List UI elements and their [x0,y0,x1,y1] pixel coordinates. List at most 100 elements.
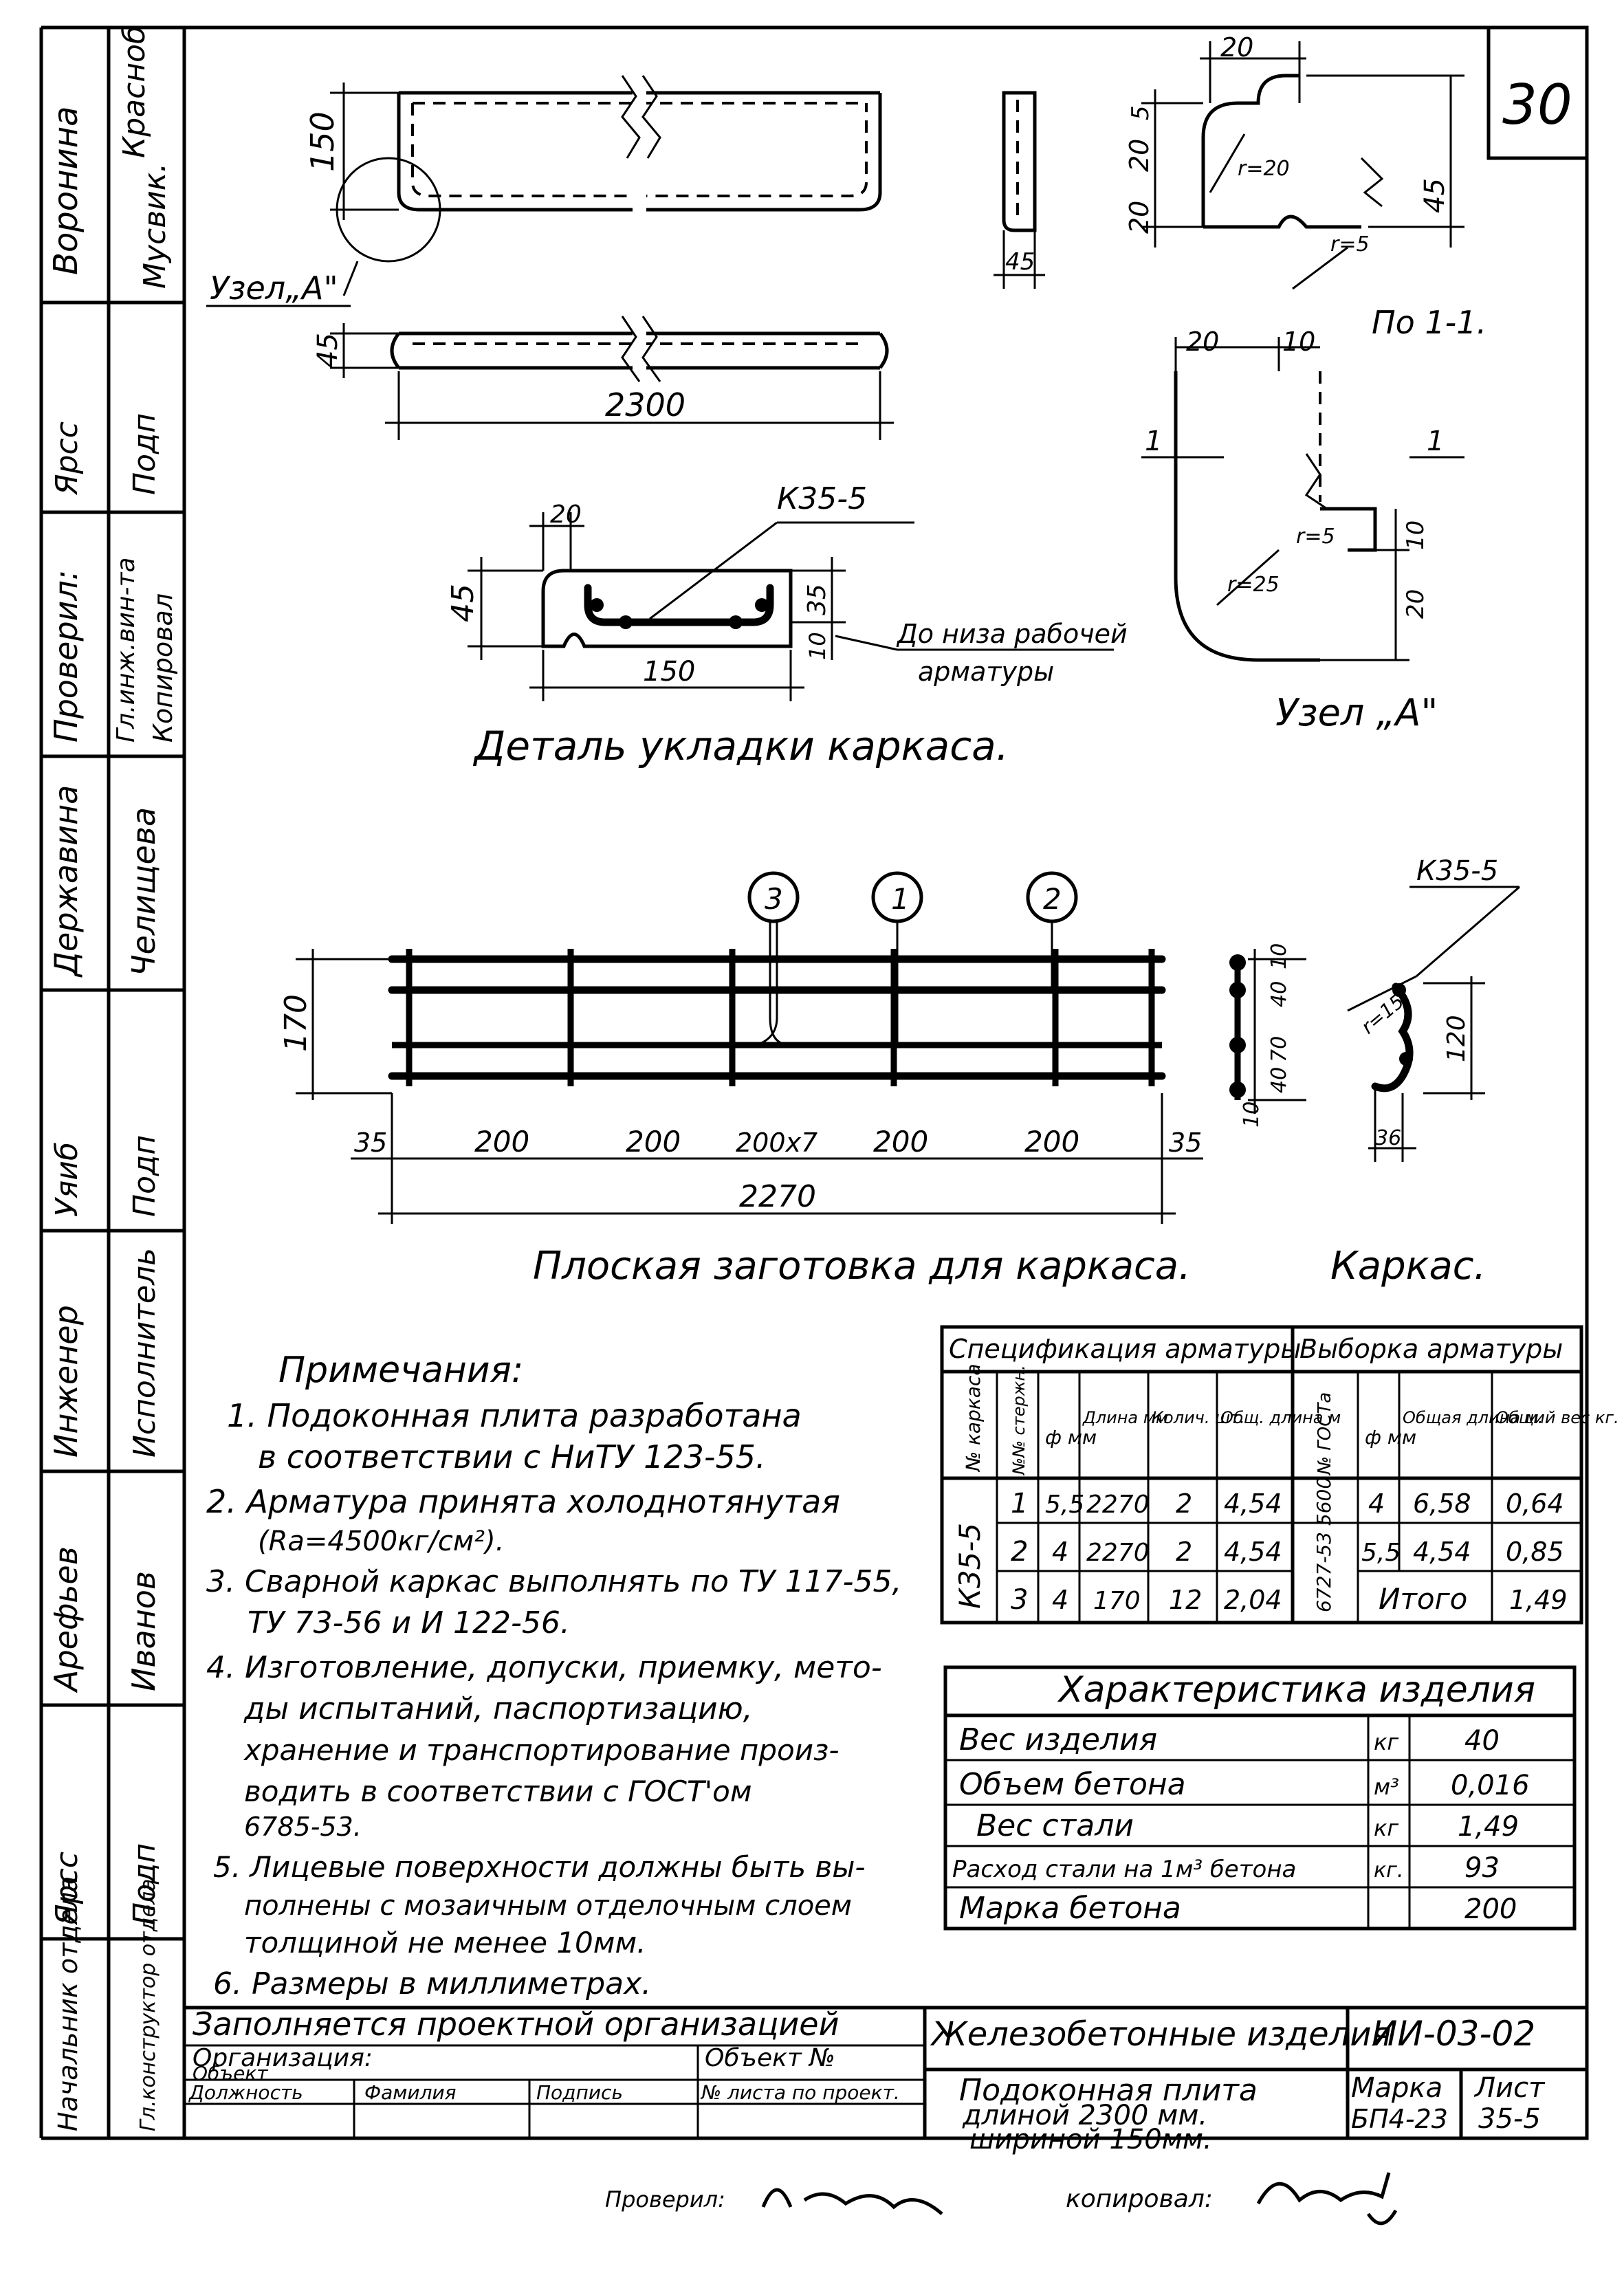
detail-dim-10: 10 [804,632,831,660]
frame-dim-120: 120 [1442,1015,1471,1062]
tb-mark-label: Марка [1351,2072,1442,2104]
front-height-dim: 150 [304,111,341,172]
spec-r1-c3: 2270 [1086,1491,1150,1519]
frame-dim-36: 36 [1375,1126,1401,1150]
margin-text-sign1: Ярсс [50,421,85,496]
margin-text-musvik: Мусвик. [138,163,173,289]
detail-dim-20: 20 [550,501,582,529]
spec-r2-c1: 2 [1011,1536,1028,1568]
frame-mark: К35-5 [1416,855,1498,887]
slab-plan-view: 45 2300 [312,316,894,440]
node-cut-right: 1 [1427,426,1444,457]
blank-dim-200-b: 200 [626,1125,681,1159]
sel-r2-weight: 0,85 [1506,1537,1564,1567]
margin-text-kopiroval: Копировал [148,593,178,743]
note-line-14: толщиной не менее 10мм. [244,1926,646,1959]
blank-dim-200-d: 200 [1024,1125,1079,1159]
char-r1-unit: кг [1374,1729,1398,1755]
copied-signature [1256,2172,1398,2226]
callout-circle-3 [747,871,800,923]
tb-org: Организация: [193,2044,373,2072]
char-r2-val: 0,016 [1451,1770,1530,1801]
tb-obj: Объект [193,2062,268,2085]
spec-head-diam: ф мм [1045,1426,1097,1449]
note-line-7: 4. Изготовление, допуски, приемку, мето- [206,1650,882,1685]
tb-sheet: 35-5 [1478,2103,1541,2135]
tb-product-group: Железобетонные изделия [930,2015,1391,2054]
spec-head-rod: №№ стержн. [1009,1365,1029,1476]
sec-dim-45: 45 [1419,178,1451,213]
note-line-5: 3. Сварной каркас выполнять по ТУ 117-55… [206,1564,901,1599]
sec-dim-20-mid: 20 [1124,139,1154,172]
copied-label: копировал: [1066,2185,1213,2213]
frame-view: 36 10 40 70 40 10 120 r=15 К35-5 Каркас. [1229,855,1520,1288]
tb-desc-2: длиной 2300 мм. [962,2100,1207,2131]
section-label: По 1-1. [1372,304,1486,341]
margin-text-podp3: Подп [127,1843,162,1925]
frame-placement-detail: 20 45 35 10 150 К35-5 До низа рабочей ар… [446,481,1128,769]
sel-r1-len: 6,58 [1413,1489,1471,1519]
tb-desc-1: Подоконная плита [959,2073,1258,2108]
char-title: Характеристика изделия [1057,1669,1535,1711]
sheet-frame [182,25,1589,2140]
spec-r1-c2: 5,5 [1045,1491,1084,1519]
detail-title: Деталь укладки каркаса. [472,723,1009,769]
spec-head-length: Длина мм [1082,1408,1168,1427]
spec-r1-c4: 2 [1176,1489,1192,1519]
node-dim-20-right: 20 [1402,589,1429,619]
sec-dim-20-low: 20 [1124,201,1154,234]
margin-text-gl-inzh: Гл.инж.вин-та [112,558,140,743]
side-width-dim: 45 [1005,248,1035,276]
spec-head-count: Колич. шт. [1152,1408,1245,1427]
node-a-detail: 20 10 1 1 r=25 r=5 10 20 Узел „А" [1141,327,1464,734]
note-line-2: в соответствии с НиТУ 123-55. [258,1438,766,1475]
spec-r2-c4: 2 [1176,1537,1192,1567]
sec-dim-r20: r=20 [1238,157,1290,181]
spec-head-gost: № ГОСТа [1315,1392,1335,1476]
slab-front-view: 150 Узел„А" [206,75,882,307]
callout-1: 1 [891,882,910,916]
blank-dim-200x7: 200х7 [736,1128,818,1158]
sec-dim-20-top: 20 [1220,32,1253,63]
char-r3-label: Вес стали [976,1808,1134,1843]
checked-signature [761,2188,943,2215]
spec-head-diam-right: ф мм [1365,1426,1416,1449]
frame-dim-10-top: 10 [1267,943,1291,969]
sel-r2-len: 4,54 [1413,1537,1471,1567]
char-r3-unit: кг [1374,1815,1398,1841]
spec-r3-c5: 2,04 [1224,1585,1282,1615]
spec-r2-c3: 2270 [1086,1539,1150,1567]
char-r4-label: Расход стали на 1м³ бетона [952,1856,1296,1883]
blank-dim-35-right: 35 [1169,1128,1202,1158]
margin-text-proveril: Проверил: [47,570,85,743]
sel-r1-weight: 0,64 [1506,1489,1564,1519]
tb-col-signature: Подпись [536,2081,623,2104]
margin-signatures: Воронина Красноб Мусвик. Ярсс Подп Прове… [47,25,178,2131]
char-r4-unit: кг. [1374,1858,1403,1882]
spec-head-frame: № каркаса [962,1364,985,1473]
tb-fill-note: Заполняется проектной организацией [193,2006,839,2043]
margin-text-podp1: Подп [127,413,162,495]
tb-series: ИИ-03-02 [1372,2014,1535,2054]
callout-2: 2 [1043,882,1062,916]
sel-total-value: 1,49 [1509,1585,1568,1615]
frame-dim-10-bot: 10 [1240,1101,1264,1128]
spec-head-total: Общ. длина м [1220,1408,1341,1427]
spec-head-totlen: Общая длина м. [1403,1408,1543,1427]
blank-total-dim: 2270 [739,1179,816,1214]
characteristics-table: Характеристика изделия Вес изделия кг 40… [943,1665,1577,1931]
spec-r3-c4: 12 [1169,1585,1202,1615]
blank-title: Плоская заготовка для каркаса. [533,1244,1191,1288]
char-r3-val: 1,49 [1458,1811,1519,1843]
note-line-12: 5. Лицевые поверхности должны быть вы- [213,1850,866,1884]
spec-title-left: Спецификация арматуры [949,1334,1301,1364]
spec-r3-c1: 3 [1011,1584,1028,1616]
node-dim-10-right: 10 [1402,520,1429,550]
blank-dim-200-a: 200 [474,1125,529,1159]
notes-heading: Примечания: [278,1350,523,1391]
margin-text-sign3: Ярсс [50,1852,85,1926]
note-line-15: 6. Размеры в миллиметрах. [213,1966,651,2001]
tb-col-position: Должность [188,2081,303,2104]
plan-height-dim: 45 [312,333,344,368]
